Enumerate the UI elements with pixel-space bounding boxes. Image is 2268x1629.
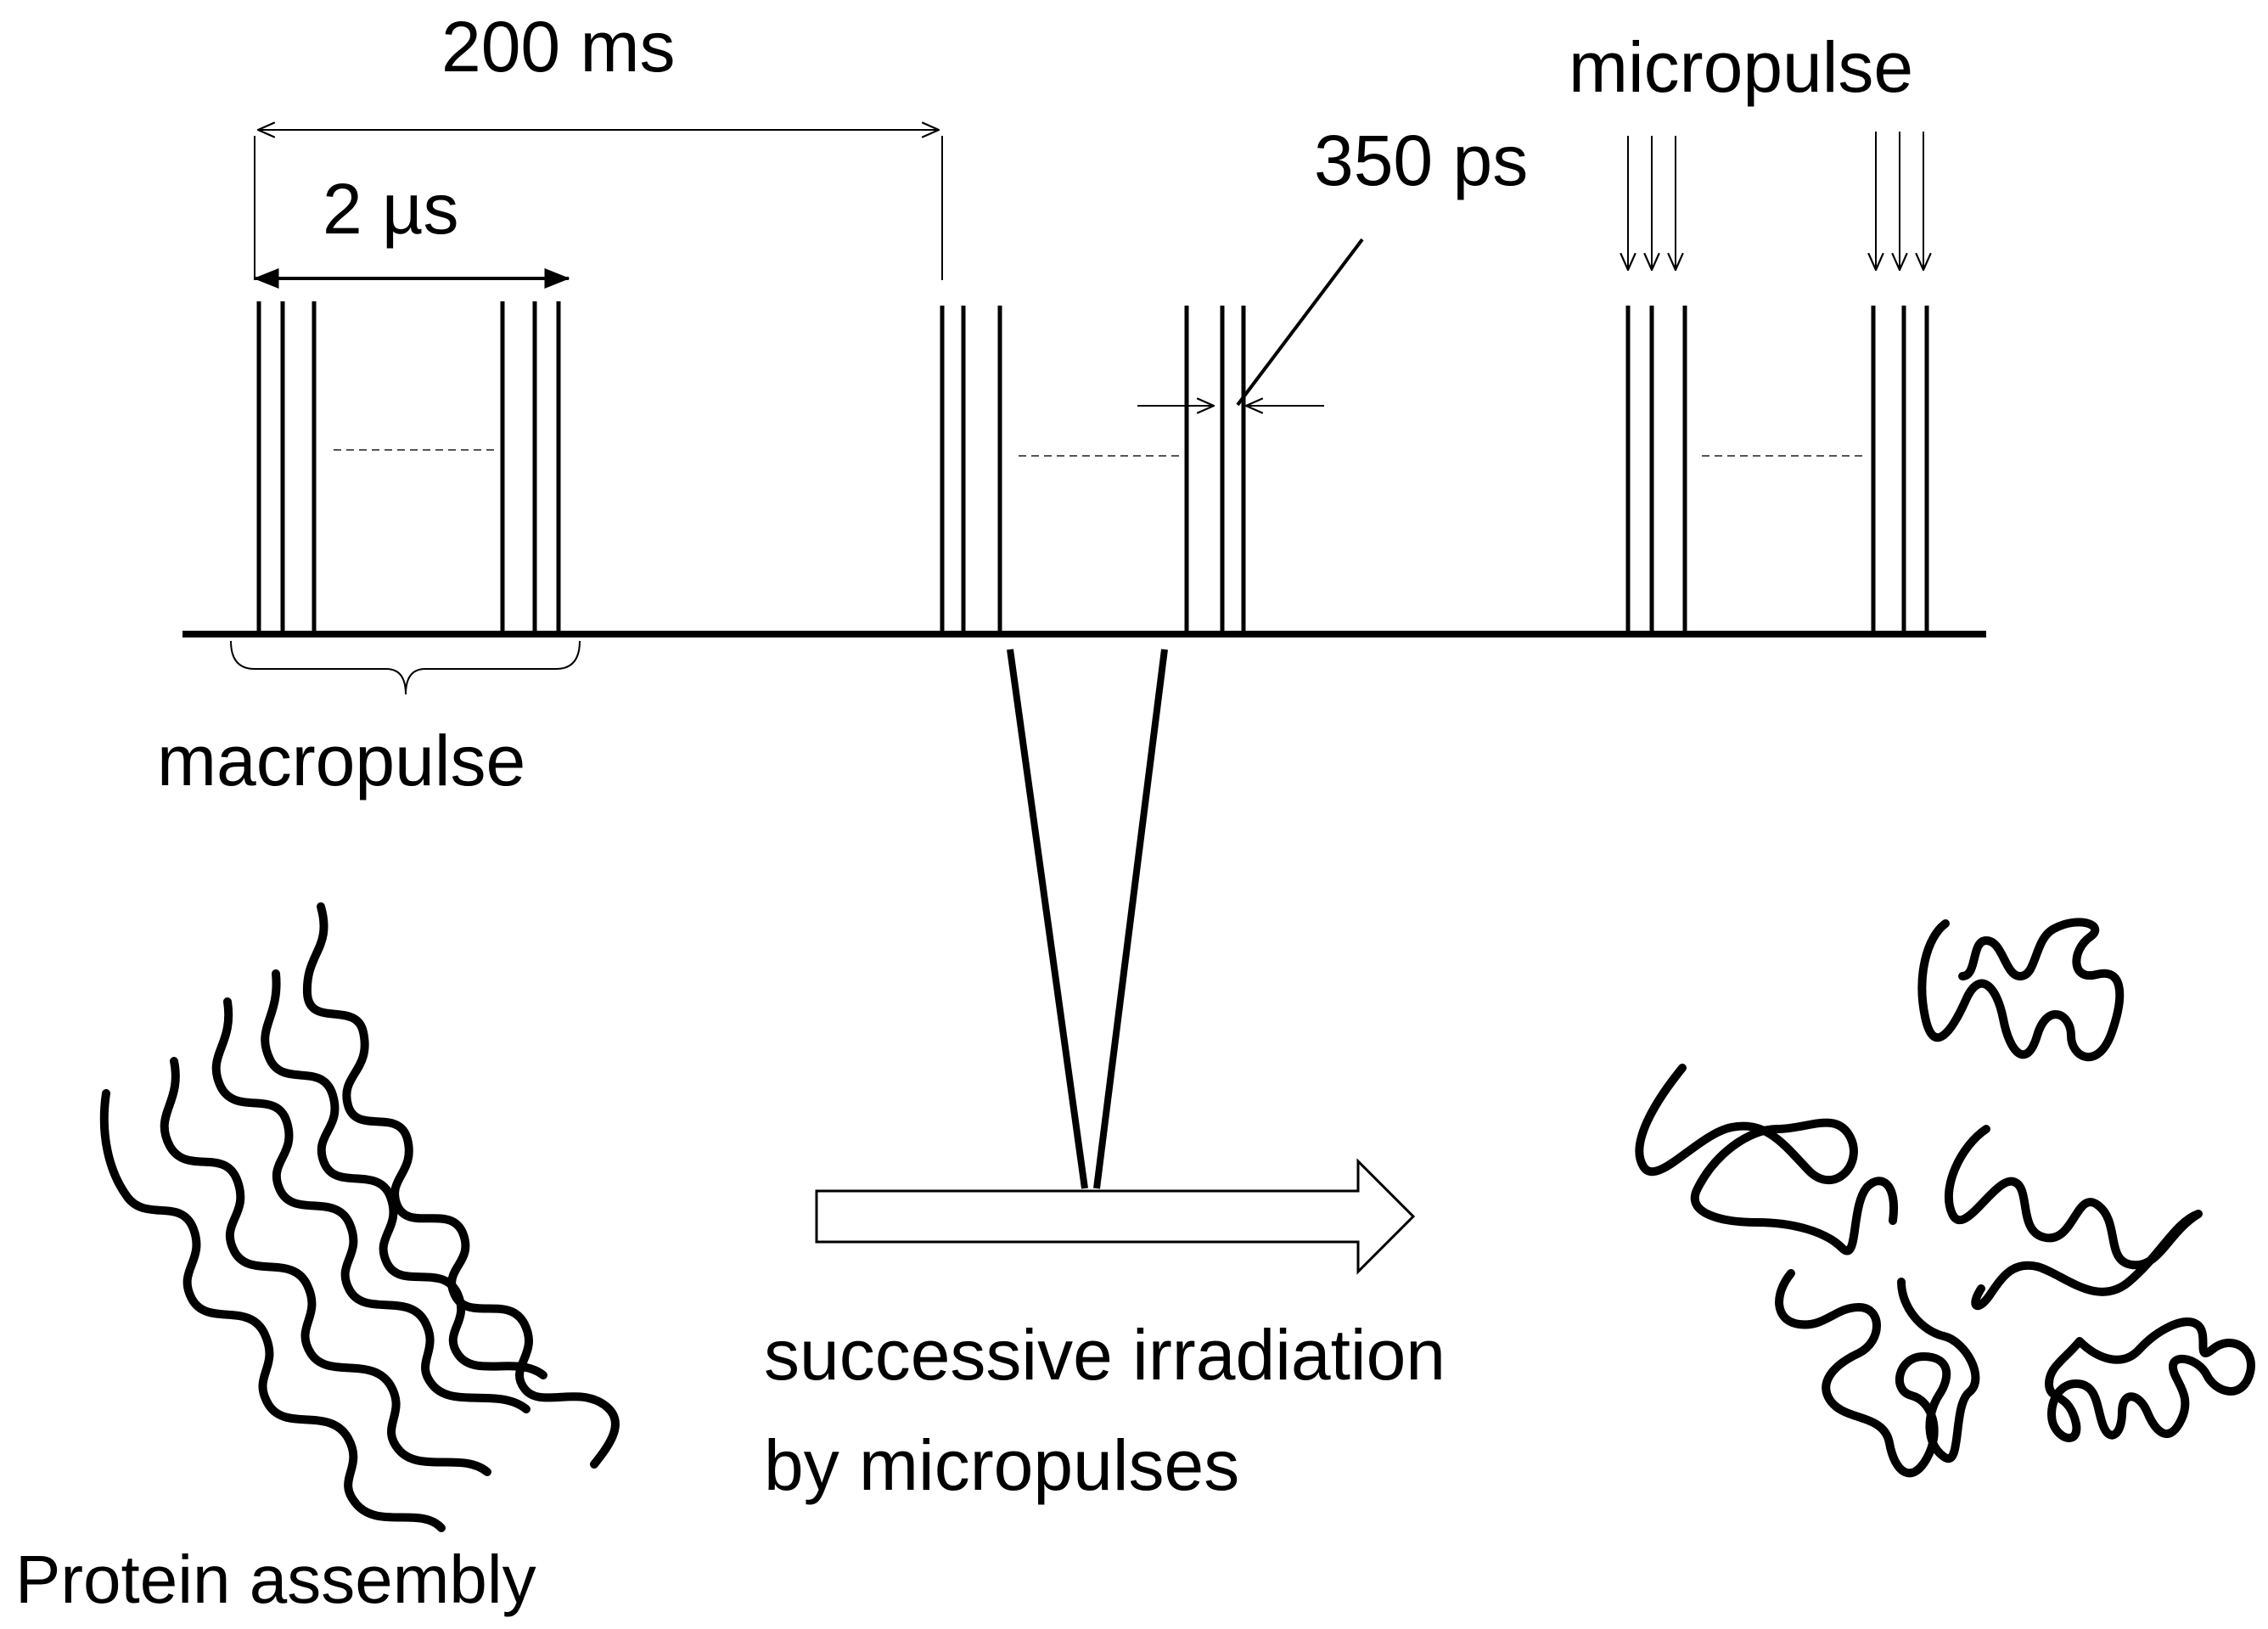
zoom-funnel <box>1007 649 1168 1189</box>
process-arrow <box>815 1158 1416 1275</box>
irradiation-label-line1: successive irradiation <box>764 1315 1446 1395</box>
protein-assembly-label: Protein assembly <box>15 1542 536 1617</box>
macropulse-width-label: 2 µs <box>323 169 458 249</box>
protein-assembly-illustration <box>99 902 620 1532</box>
macropulse-train-2 <box>940 306 1246 632</box>
period-dimension <box>254 130 943 280</box>
macropulse-train-1 <box>256 301 561 632</box>
macropulse-label: macropulse <box>157 721 525 800</box>
macropulse-train-3 <box>1625 306 1929 632</box>
macropulse-brace <box>230 640 581 695</box>
micropulse-width-indicator <box>1137 238 1364 406</box>
micropulse-arrows <box>1628 132 1923 270</box>
micropulse-width-label: 350 ps <box>1314 121 1528 200</box>
irradiation-label-line2: by micropulses <box>764 1425 1239 1505</box>
disordered-fragments-illustration <box>1635 918 2255 1478</box>
period-label: 200 ms <box>441 7 675 87</box>
micropulse-label: micropulse <box>1569 27 1913 107</box>
